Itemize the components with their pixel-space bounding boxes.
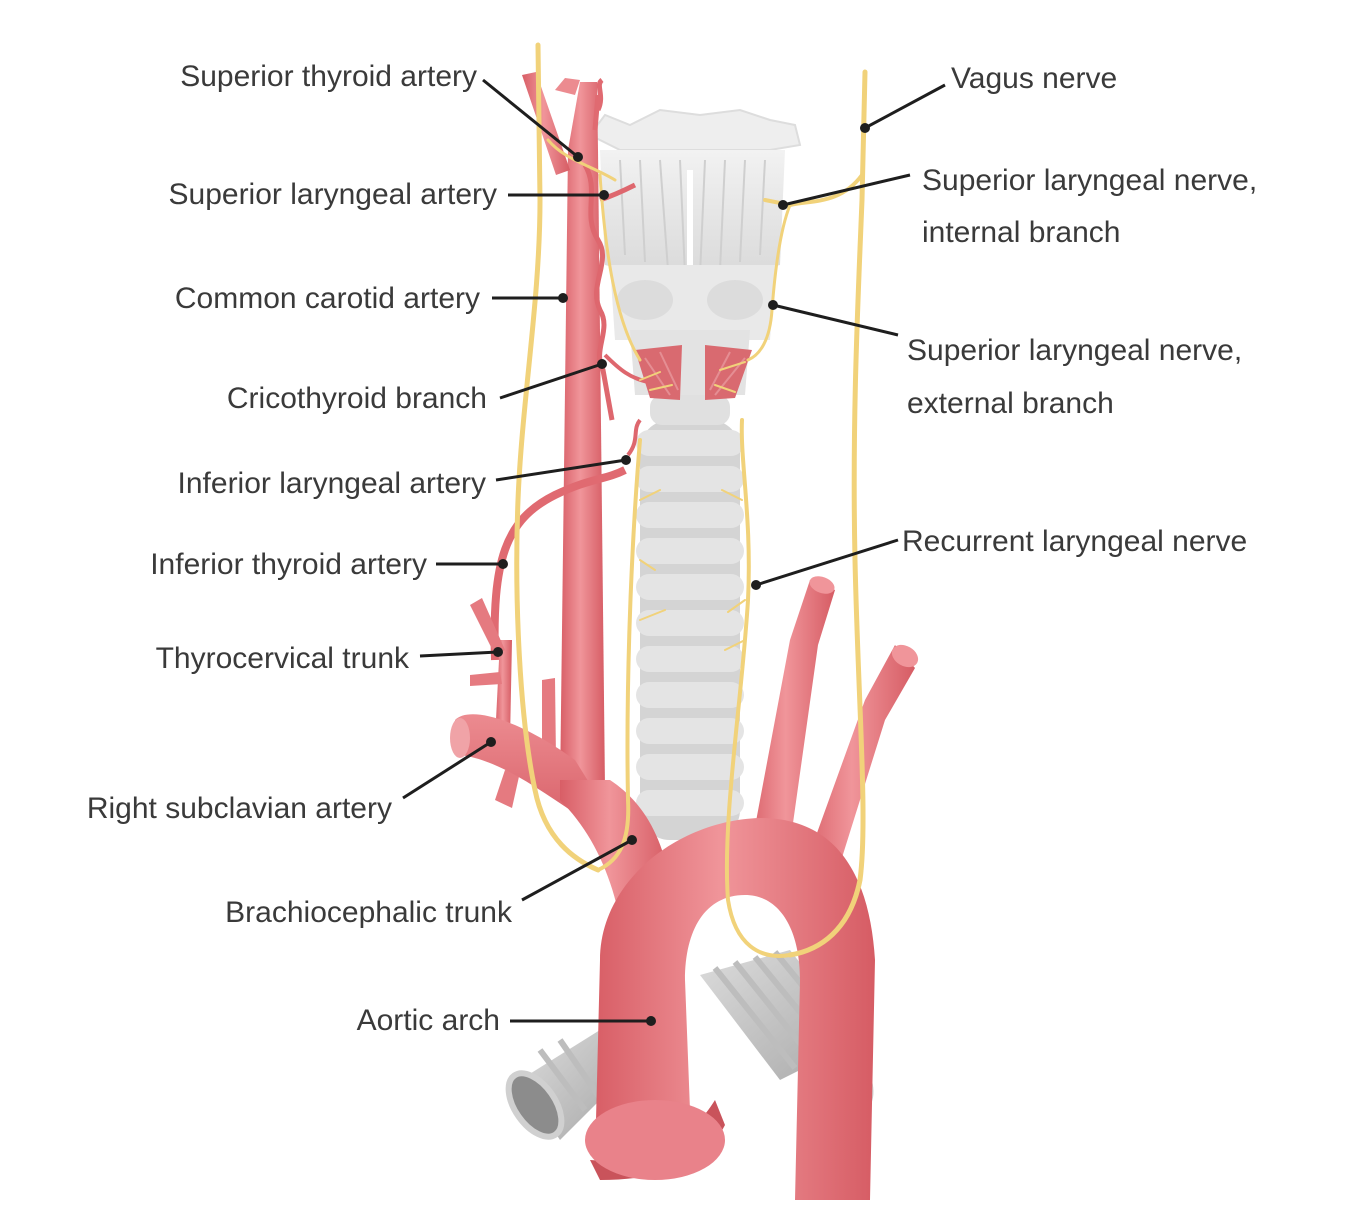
leader-dots [486,123,870,1026]
trachea [636,420,744,840]
right-bronchus [505,1030,620,1140]
leader-sup-laryngeal-nerve-external [772,303,899,337]
leader-lines [402,78,946,1023]
labels-left: Superior thyroid artery Superior larynge… [87,60,513,1037]
label-sup-laryngeal-nerve-internal-line1: Superior laryngeal nerve, [922,164,1257,197]
label-inferior-laryngeal-artery: Inferior laryngeal artery [178,467,486,500]
larynx [588,108,802,425]
leader-inferior-laryngeal-artery [495,458,627,482]
label-cricothyroid-branch: Cricothyroid branch [227,382,487,415]
leader-brachiocephalic-trunk [521,838,633,902]
leader-sup-laryngeal-nerve-internal [782,173,911,207]
labels-right: Vagus nerve Superior laryngeal nerve, in… [902,62,1257,558]
label-inferior-thyroid-artery: Inferior thyroid artery [150,548,427,581]
label-brachiocephalic-trunk: Brachiocephalic trunk [225,896,513,929]
leader-cricothyroid-branch [499,362,603,400]
label-vagus-nerve: Vagus nerve [951,62,1117,95]
nerves [514,42,868,958]
leader-vagus-nerve [864,83,946,130]
label-common-carotid-artery: Common carotid artery [175,282,480,315]
label-recurrent-laryngeal-nerve: Recurrent laryngeal nerve [902,525,1247,558]
label-sup-laryngeal-nerve-internal-line2: internal branch [922,216,1120,249]
label-sup-laryngeal-nerve-external-line2: external branch [907,387,1114,420]
leader-thyrocervical-trunk [419,650,499,658]
label-thyrocervical-trunk: Thyrocervical trunk [156,642,410,675]
arteries [450,72,919,1200]
label-sup-laryngeal-nerve-external-line1: Superior laryngeal nerve, [907,334,1242,367]
label-superior-laryngeal-artery: Superior laryngeal artery [169,178,498,211]
label-superior-thyroid-artery: Superior thyroid artery [180,60,477,93]
label-right-subclavian-artery: Right subclavian artery [87,792,392,825]
leader-recurrent-laryngeal-nerve [755,538,899,587]
leader-right-subclavian-artery [402,740,492,800]
leader-superior-thyroid-artery [482,78,579,159]
label-aortic-arch: Aortic arch [357,1004,500,1037]
